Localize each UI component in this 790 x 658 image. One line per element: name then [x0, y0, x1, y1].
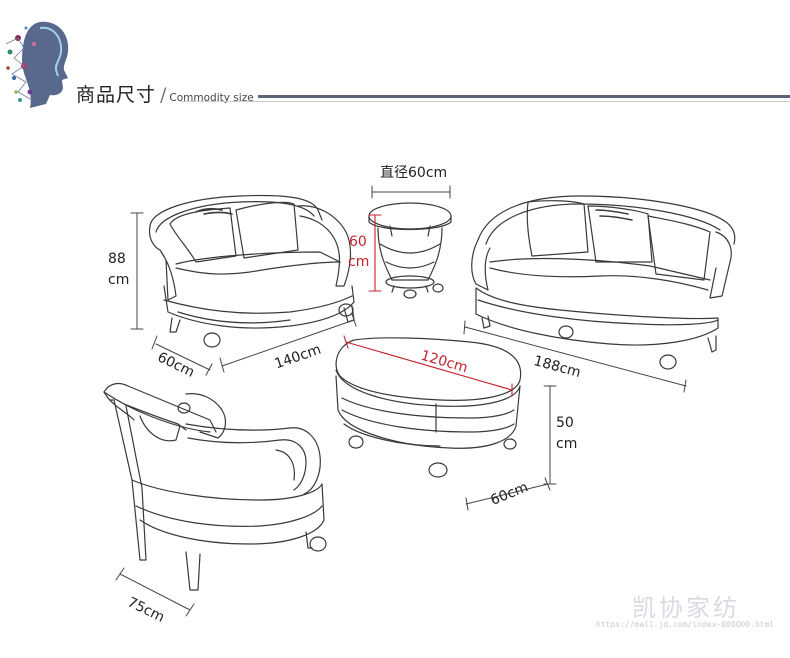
three-seat-sofa-drawing [471, 195, 736, 370]
coffee-table-height-unit: cm [556, 436, 578, 452]
armchair-drawing [103, 382, 327, 591]
loveseat-height-unit: cm [108, 272, 130, 288]
loveseat-height-label: 88 [108, 251, 126, 267]
side-table-diameter-label: 直径60cm [380, 165, 448, 181]
dimension-lines [115, 185, 687, 617]
coffee-table-height-label: 50 [556, 415, 574, 431]
title-slash: / [160, 84, 167, 106]
coffee-table-drawing [335, 337, 522, 478]
store-url-watermark: https://mall.jd.com/index-000000.html [596, 620, 775, 629]
header-rule [258, 95, 790, 98]
dimension-lines-red [343, 214, 513, 397]
loveseat-drawing [148, 194, 355, 348]
side-table-drawing [368, 202, 452, 299]
header-rule-thin [180, 101, 790, 102]
brand-watermark: 凯协家纺 [632, 594, 740, 622]
brand-logo [5, 21, 69, 108]
section-title-cn: 商品尺寸 [76, 84, 157, 106]
side-table-height-unit: cm [348, 254, 370, 270]
side-table-height-label: 60 [349, 234, 367, 250]
